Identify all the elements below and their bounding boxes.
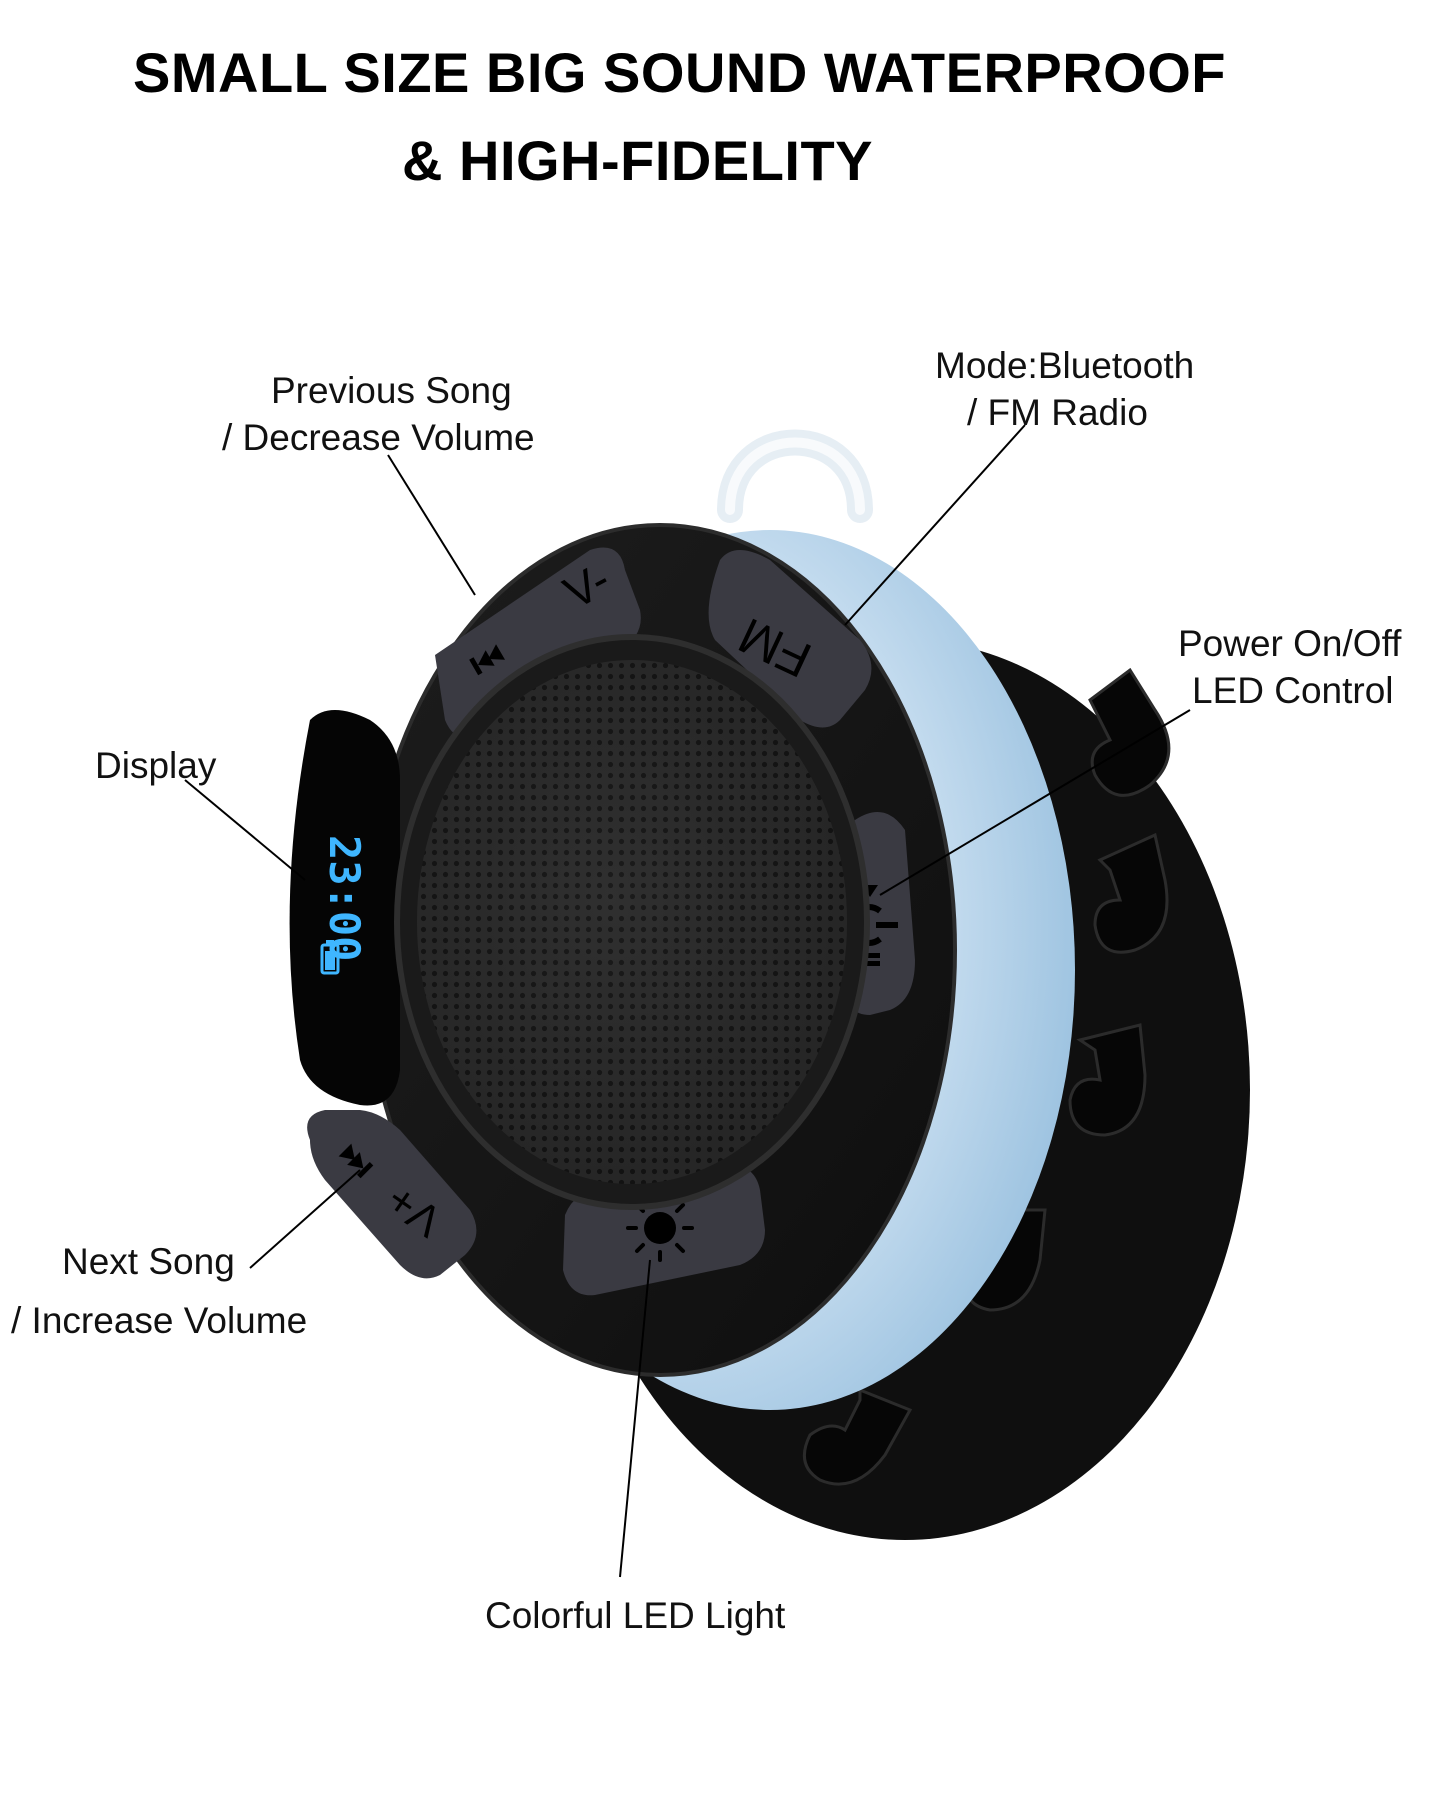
- callout-previous-line1: Previous Song: [271, 370, 512, 411]
- callout-mode-line1: Mode:Bluetooth: [935, 345, 1195, 386]
- callout-power-line1: Power On/Off: [1178, 623, 1402, 664]
- title-line-2: & HIGH-FIDELITY: [402, 129, 874, 192]
- next-volume-up-button[interactable]: V+: [307, 1110, 477, 1279]
- callout-led-line1: Colorful LED Light: [485, 1595, 786, 1636]
- callout-mode-line2: / FM Radio: [967, 392, 1148, 433]
- callout-power-line2: LED Control: [1192, 670, 1394, 711]
- battery-icon: [320, 940, 340, 975]
- callout-leader-lines: [184, 424, 1191, 1578]
- callout-next-line2: / Increase Volume: [11, 1300, 308, 1341]
- callout-next-line1: Next Song: [62, 1241, 235, 1282]
- display-panel: [289, 710, 400, 1106]
- callout-previous-song: Previous Song / Decrease Volume: [222, 367, 535, 461]
- next-track-icon: [338, 1143, 374, 1179]
- title-line-1: SMALL SIZE BIG SOUND WATERPROOF: [133, 41, 1227, 104]
- sun-light-icon: [626, 1194, 694, 1262]
- callout-previous-line2: / Decrease Volume: [222, 417, 535, 458]
- callout-next-song: Next Song / Increase Volume: [11, 1238, 307, 1344]
- callout-power: Power On/Off LED Control: [1178, 620, 1401, 714]
- callout-display-line1: Display: [95, 745, 217, 786]
- callout-mode: Mode:Bluetooth / FM Radio: [935, 342, 1194, 436]
- callout-display: Display: [95, 742, 216, 789]
- callout-led-light: Colorful LED Light: [485, 1592, 785, 1639]
- previous-track-icon: [469, 644, 506, 676]
